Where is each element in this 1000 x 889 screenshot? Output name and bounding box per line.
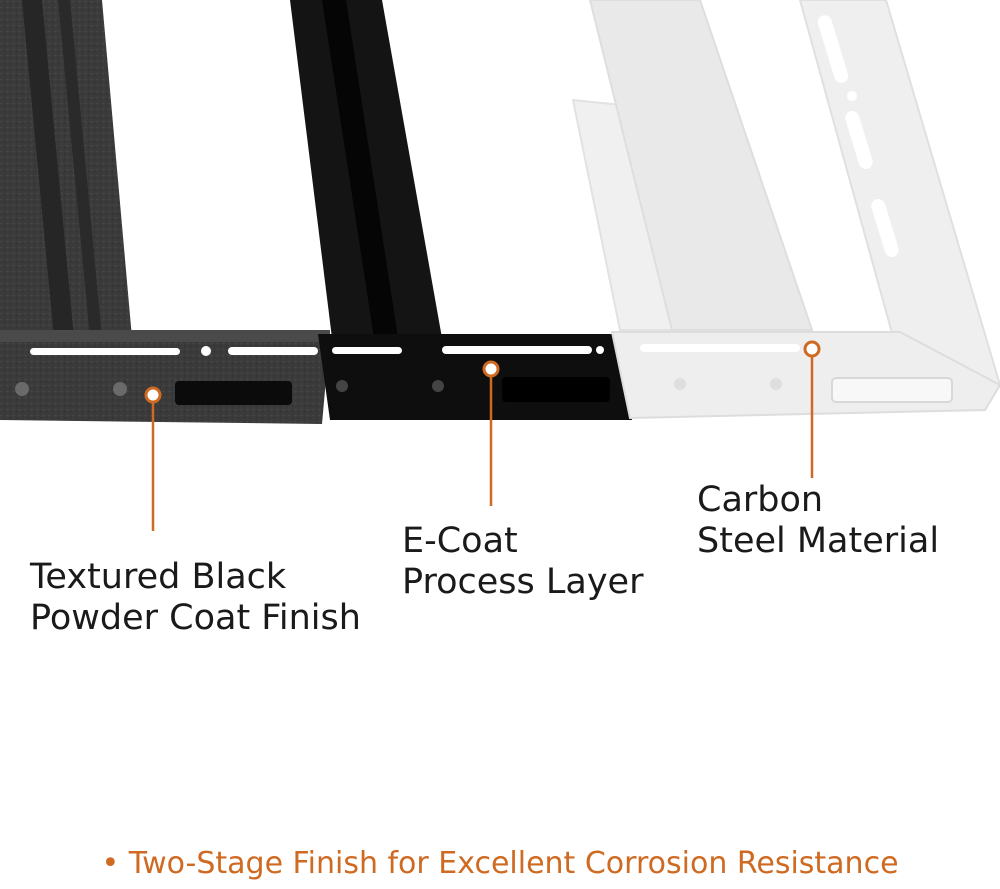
slot — [30, 348, 180, 355]
e-coat-upright-channel — [322, 0, 398, 338]
powder-coat-crossbar — [0, 330, 330, 424]
steel-upright — [588, 0, 814, 331]
powder-coat-upright-channel — [58, 0, 102, 338]
label-line: Carbon — [697, 480, 824, 520]
hole — [596, 346, 604, 354]
footer-text: Two-Stage Finish for Excellent Corrosion… — [128, 846, 899, 881]
callout-dot — [144, 386, 162, 404]
slot — [442, 346, 592, 354]
callout-carbon-steel — [803, 340, 821, 478]
label-powder-coat: Textured Black Powder Coat Finish — [30, 557, 361, 639]
rail-slot — [871, 199, 899, 257]
powder-coat-crossbar-edge — [0, 330, 330, 342]
mounting-slot — [175, 381, 292, 405]
label-line: Steel Material — [697, 521, 940, 561]
callout-e-coat — [482, 360, 500, 506]
slot — [332, 347, 402, 354]
bolt-head — [113, 382, 127, 396]
powder-coat-section — [0, 0, 330, 424]
bolt-head — [336, 380, 348, 392]
footer-caption: • Two-Stage Finish for Excellent Corrosi… — [0, 842, 1000, 886]
bolt-head — [15, 382, 29, 396]
callout-dot — [803, 340, 821, 358]
label-line: E-Coat — [402, 521, 518, 561]
callout-powder-coat — [144, 386, 162, 531]
bullet-icon: • — [101, 846, 120, 881]
carbon-steel-section — [571, 0, 1000, 420]
label-line: Textured Black — [30, 557, 287, 597]
e-coat-section — [290, 0, 632, 420]
mounting-slot — [502, 377, 610, 402]
callout-dot — [482, 360, 500, 378]
rail-hole — [847, 91, 857, 101]
powder-coat-upright-channel — [22, 0, 74, 338]
label-e-coat: E-Coat Process Layer — [402, 521, 643, 603]
label-carbon-steel: Carbon Steel Material — [697, 480, 939, 562]
bolt-head — [770, 378, 782, 390]
bolt-head — [432, 380, 444, 392]
label-line: Powder Coat Finish — [30, 598, 361, 638]
rail-slot — [817, 15, 849, 83]
rail-slot — [845, 111, 873, 169]
slot — [640, 344, 800, 352]
mounting-slot — [831, 377, 953, 403]
label-line: Process Layer — [402, 562, 644, 602]
bolt-head — [674, 378, 686, 390]
hole — [201, 346, 211, 356]
slot — [228, 347, 318, 355]
